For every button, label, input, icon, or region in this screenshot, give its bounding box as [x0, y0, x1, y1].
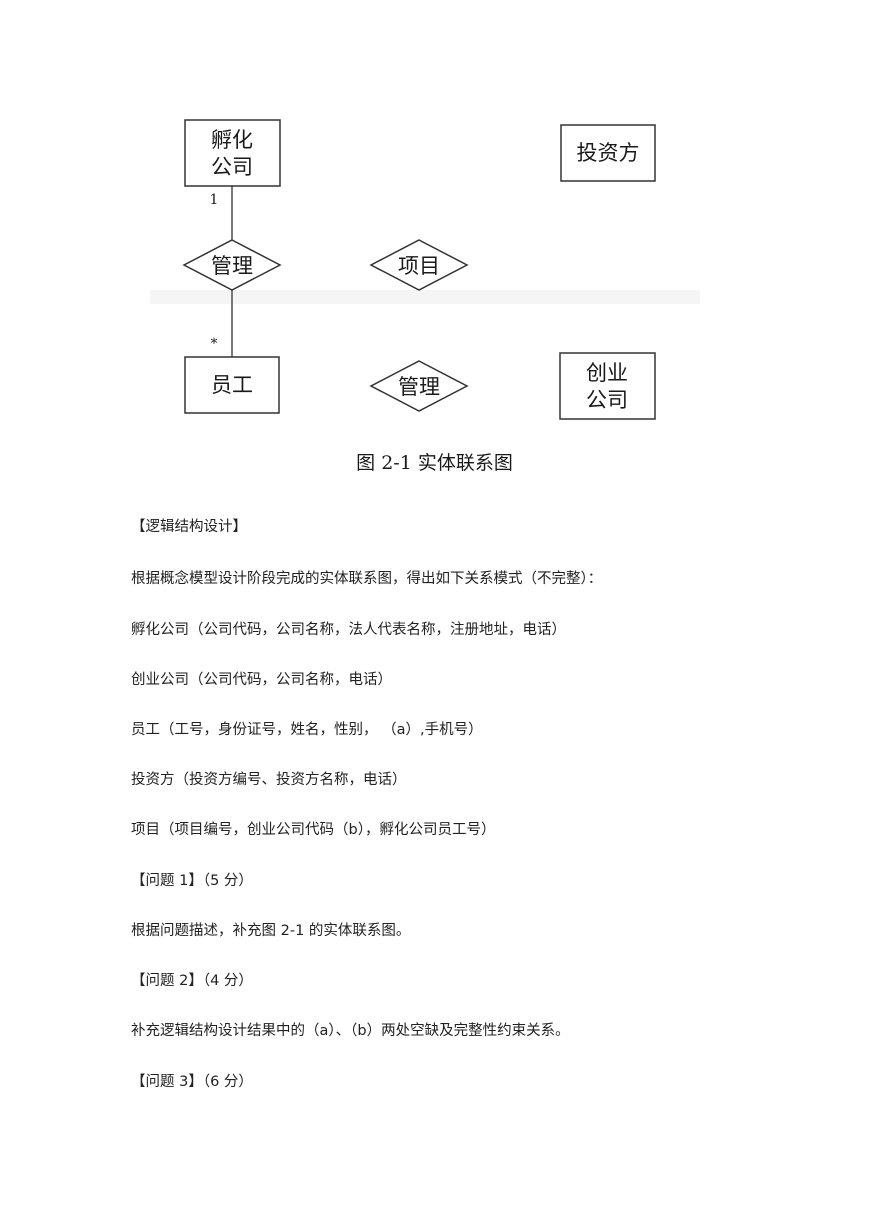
intro-text: 根据概念模型设计阶段完成的实体联系图，得出如下关系模式（不完整）：	[131, 571, 603, 587]
entity-label: 公司	[211, 155, 253, 179]
question-2-title: 【问题 2】（4 分）	[131, 973, 253, 989]
relationship-project: 项目	[369, 239, 469, 291]
relationship-label: 管理	[211, 254, 253, 278]
cardinality-one: 1	[210, 192, 219, 208]
relationship-manage-top: 管理	[182, 239, 282, 291]
entity-label: 投资方	[577, 141, 640, 165]
schema-employee: 员工（工号，身份证号，姓名，性别， （a）,手机号）	[131, 722, 483, 738]
figure-caption: 图 2-1 实体联系图	[356, 452, 513, 474]
schema-startup: 创业公司（公司代码，公司名称，电话）	[131, 672, 392, 688]
cardinality-many: *	[211, 336, 218, 352]
question-1-title: 【问题 1】（5 分）	[131, 873, 253, 889]
entity-investor: 投资方	[560, 124, 656, 182]
entity-label: 创业	[586, 361, 628, 385]
schema-project: 项目（项目编号，创业公司代码（b），孵化公司员工号）	[131, 822, 496, 838]
entity-employee: 员工	[184, 356, 280, 414]
schema-incubator: 孵化公司（公司代码，公司名称，法人代表名称，注册地址，电话）	[131, 622, 566, 638]
entity-label: 公司	[586, 388, 628, 412]
relationship-manage-bottom: 管理	[369, 360, 469, 412]
section-heading: 【逻辑结构设计】	[131, 519, 247, 535]
scan-artifact	[150, 290, 700, 304]
question-3-title: 【问题 3】（6 分）	[131, 1074, 253, 1090]
entity-incubator-company: 孵化 公司	[184, 119, 281, 187]
er-diagram: 孵化 公司 投资方 员工 创业 公司 管理 项目 管理 1 *	[150, 119, 700, 420]
question-2-text: 补充逻辑结构设计结果中的（a）、（b）两处空缺及完整性约束关系。	[131, 1023, 570, 1039]
relationship-label: 管理	[398, 375, 440, 399]
schema-investor: 投资方（投资方编号、投资方名称，电话）	[131, 772, 407, 788]
entity-label: 员工	[211, 373, 253, 397]
entity-startup-company: 创业 公司	[559, 352, 656, 420]
relationship-label: 项目	[398, 254, 440, 278]
question-1-text: 根据问题描述，补充图 2-1 的实体联系图。	[131, 923, 411, 939]
entity-label: 孵化	[211, 128, 253, 152]
